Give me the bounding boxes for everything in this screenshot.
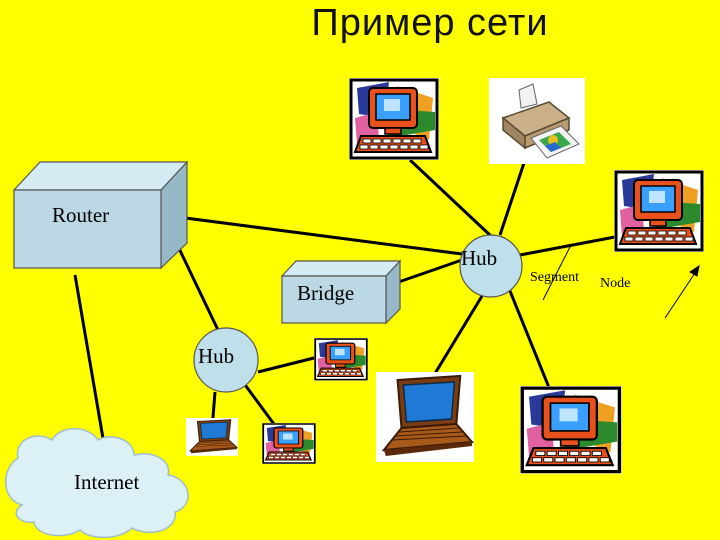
node-label: Node: [600, 276, 631, 291]
link-hub-toppc: [408, 158, 494, 239]
laptop-icon: [185, 417, 239, 457]
internet-cloud: [4, 428, 189, 538]
link-hub-rightpc: [519, 235, 616, 257]
segment-pointer: [542, 244, 572, 301]
router-label: Router: [52, 203, 110, 227]
page-title: Пример сети: [311, 2, 549, 44]
bridge-box: [280, 259, 402, 325]
link-router-hublow: [173, 239, 220, 331]
hub-main-circle: [459, 234, 523, 298]
laptop-icon: [375, 371, 475, 463]
computer-icon: [347, 76, 441, 162]
computer-icon: [261, 422, 317, 465]
link-bridge-hub: [389, 258, 463, 287]
link-router-hub: [169, 214, 463, 256]
link-router-internet: [73, 274, 107, 451]
computer-icon: [612, 168, 706, 254]
router-box: [12, 160, 189, 270]
node-arrowhead: [689, 264, 700, 277]
printer-icon: [489, 78, 585, 164]
link-hublow-pc: [257, 355, 319, 374]
computer-icon: [313, 337, 369, 382]
computer-icon: [518, 384, 624, 476]
hub-left-label: Hub: [198, 344, 235, 368]
segment-label: Segment: [530, 270, 579, 285]
hub-left-circle: [193, 327, 259, 393]
hub-main-label: Hub: [461, 246, 498, 270]
bridge-label: Bridge: [297, 281, 355, 305]
node-pointer: [664, 269, 698, 319]
link-hub-bottompc: [506, 285, 552, 391]
internet-label: Internet: [74, 470, 140, 494]
link-hub-printer: [498, 159, 527, 236]
